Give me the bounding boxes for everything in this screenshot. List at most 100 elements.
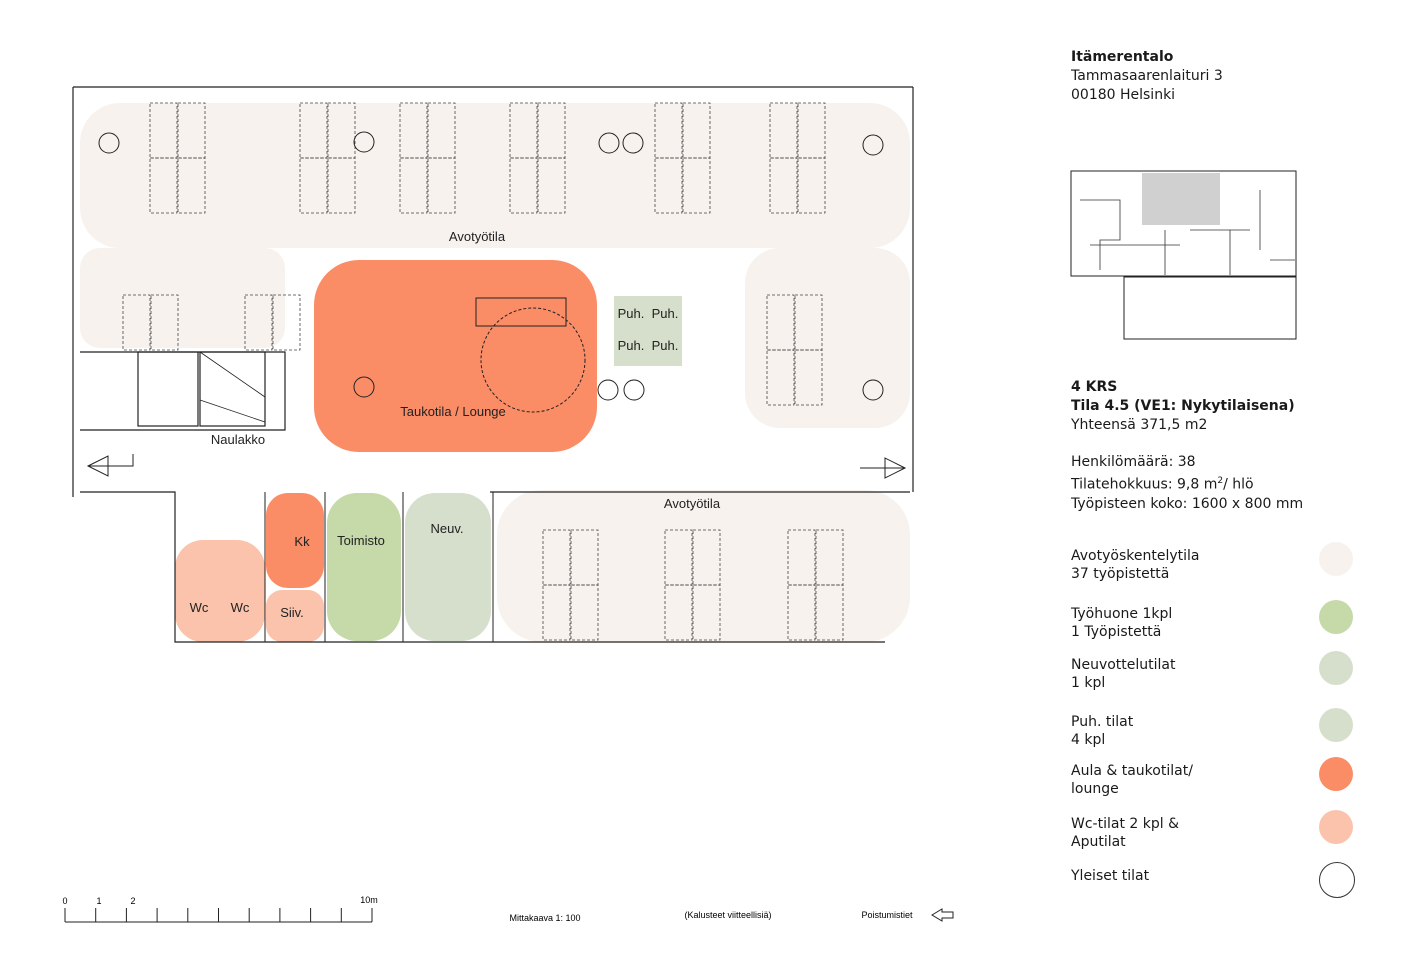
scale-tick-0: 0 (62, 896, 67, 906)
desk (787, 529, 816, 586)
legend-swatch (1319, 810, 1353, 844)
legend-swatch (1319, 651, 1353, 685)
label-open-office-1: Avotyötila (449, 229, 506, 244)
legend-label: Yleiset tilat (1071, 868, 1150, 884)
desk (177, 102, 206, 159)
legend-label: Wc-tilat 2 kpl & (1071, 816, 1179, 832)
zone-open-office-left (80, 248, 285, 348)
desk (815, 584, 844, 641)
desk (399, 102, 428, 159)
desk (692, 584, 721, 641)
legend-swatch (1319, 600, 1353, 634)
desk (682, 102, 711, 159)
desk (654, 102, 683, 159)
legend-sublabel: Aputilat (1071, 833, 1126, 850)
efficiency-value: Tilatehokkuus: 9,8 m (1071, 476, 1218, 493)
exit-routes-label: Poistumistiet (861, 910, 913, 920)
efficiency-sup: 2 (1217, 476, 1224, 486)
label-office: Toimisto (337, 533, 385, 548)
desk (122, 294, 151, 351)
zone-open-office-right (745, 248, 910, 428)
desk (794, 349, 823, 406)
legend-swatch (1319, 757, 1353, 791)
desk (327, 157, 356, 214)
legend-swatch (1319, 862, 1355, 898)
zone-cleaning (266, 590, 324, 642)
desk (537, 102, 566, 159)
label-phone-3: Puh. (618, 338, 645, 353)
legend-sublabel: 37 työpistettä (1071, 565, 1170, 582)
desk (766, 349, 795, 406)
zone-phone-rooms (614, 296, 682, 366)
label-meeting: Neuv. (431, 521, 464, 536)
legend-label: Puh. tilat (1071, 714, 1134, 730)
label-kitchen: Kk (294, 534, 310, 549)
desk (542, 529, 571, 586)
zone-lounge (314, 260, 597, 452)
desk (509, 102, 538, 159)
legend-item: Wc-tilat 2 kpl &Aputilat (1071, 816, 1179, 851)
legend-sublabel: lounge (1071, 780, 1119, 797)
desk (766, 294, 795, 351)
legend-sublabel: 4 kpl (1071, 731, 1106, 748)
space-total: Yhteensä 371,5 m2 (1071, 417, 1208, 433)
label-phone-1: Puh. (618, 306, 645, 321)
desk (769, 102, 798, 159)
building-city: 00180 Helsinki (1071, 87, 1176, 103)
furniture-note: (Kalusteet viitteellisiä) (684, 910, 771, 920)
desk (272, 294, 301, 351)
floor-label: 4 KRS (1071, 379, 1118, 395)
desk-size: Työpisteen koko: 1600 x 800 mm (1071, 495, 1304, 512)
zone-open-office-top (80, 103, 910, 248)
legend-label: Avotyöskentelytila (1071, 548, 1200, 564)
desk (654, 157, 683, 214)
desk (537, 157, 566, 214)
legend-label: Neuvottelutilat (1071, 657, 1176, 673)
scale-bar (64, 908, 373, 923)
desk (299, 157, 328, 214)
desk (542, 584, 571, 641)
space-title: Tila 4.5 (VE1: Nykytilaisena) (1071, 398, 1295, 414)
label-phone-2: Puh. (652, 306, 679, 321)
people-count: Henkilömäärä: 38 (1071, 454, 1196, 470)
exit-arrow-icon (931, 908, 954, 922)
space-info: 4 KRS Tila 4.5 (VE1: Nykytilaisena) Yhte… (1071, 378, 1303, 514)
scale-tick-2: 2 (130, 896, 135, 906)
legend-swatch (1319, 708, 1353, 742)
legend-item: Aula & taukotilat/lounge (1071, 763, 1193, 798)
legend-sublabel: 1 kpl (1071, 674, 1106, 691)
legend-label: Aula & taukotilat/ (1071, 763, 1193, 779)
desk (177, 157, 206, 214)
desk (769, 157, 798, 214)
zone-kitchen (266, 493, 324, 588)
desk (570, 584, 599, 641)
desk (299, 102, 328, 159)
label-wc-1: Wc (190, 600, 209, 615)
desk (149, 102, 178, 159)
label-wc-2: Wc (231, 600, 250, 615)
label-coat-rack: Naulakko (211, 432, 265, 447)
legend-swatch (1319, 542, 1353, 576)
desk (149, 157, 178, 214)
desk (327, 102, 356, 159)
label-phone-4: Puh. (652, 338, 679, 353)
desk (509, 157, 538, 214)
desk (692, 529, 721, 586)
building-name: Itämerentalo (1071, 49, 1174, 65)
building-street: Tammasaarenlaituri 3 (1071, 68, 1223, 84)
desk (797, 157, 826, 214)
space-efficiency: Tilatehokkuus: 9,8 m2/ hlö (1071, 472, 1303, 495)
legend-item: Yleiset tilat (1071, 868, 1149, 886)
desk (427, 102, 456, 159)
label-lounge: Taukotila / Lounge (400, 404, 506, 419)
key-plan (1070, 170, 1297, 340)
desk (427, 157, 456, 214)
desk (794, 294, 823, 351)
desk (244, 294, 273, 351)
desk (797, 102, 826, 159)
legend-label: Työhuone 1kpl (1071, 606, 1173, 622)
zone-office (327, 493, 401, 641)
